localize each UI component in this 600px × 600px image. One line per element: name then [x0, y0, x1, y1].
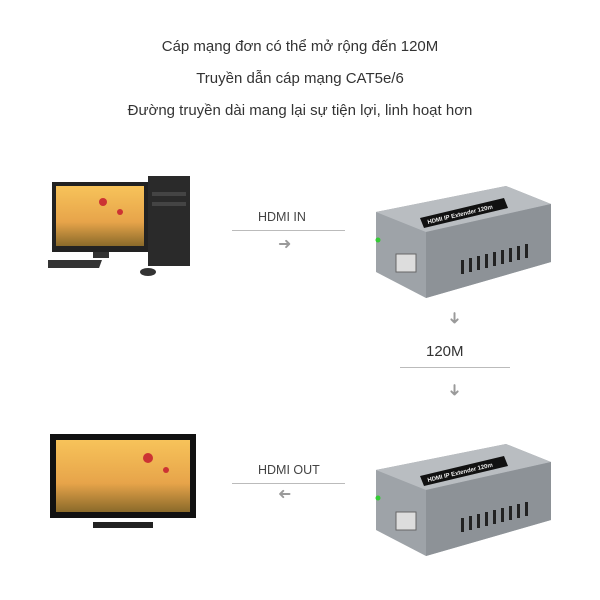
- hdmi-in-line: [232, 230, 345, 231]
- television-image: [50, 434, 196, 528]
- headline-line-2: Truyền dẫn cáp mạng CAT5e/6: [196, 70, 404, 87]
- hdmi-out-line: [232, 483, 345, 484]
- hdmi-out-label: HDMI OUT: [258, 463, 320, 477]
- arrow-right-icon: ➜: [278, 236, 292, 253]
- distance-label: 120M: [426, 343, 464, 360]
- headline-line-1: Cáp mạng đơn có thể mở rộng đến 120M: [161, 38, 439, 55]
- hdmi-extender-transmitter-image: HDMI IP Extender 120m: [375, 186, 551, 298]
- hdmi-in-label: HDMI IN: [258, 210, 306, 224]
- headline-line-3: Đường truyền dài mang lại sự tiện lợi, l…: [127, 102, 473, 119]
- distance-line: [400, 367, 510, 368]
- desktop-computer-image: [48, 176, 190, 276]
- arrow-down-icon: ➜: [445, 383, 463, 397]
- arrow-left-icon: ➜: [278, 486, 292, 503]
- hdmi-extender-receiver-image: HDMI IP Extender 120m: [375, 444, 551, 556]
- arrow-down-icon: ➜: [445, 311, 463, 325]
